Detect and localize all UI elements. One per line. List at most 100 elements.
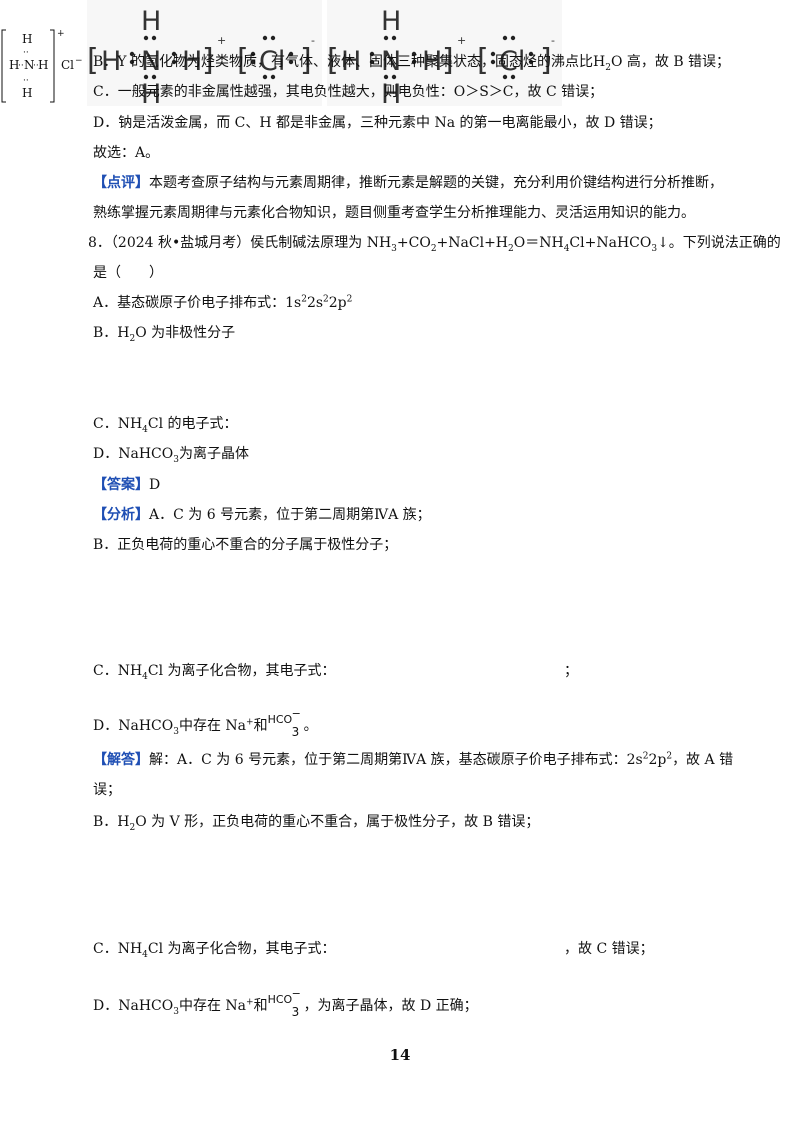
charge-plus: + xyxy=(457,34,466,47)
text-segment: C．NH xyxy=(93,416,143,432)
text-segment: D．钠是活泼金属，而 C、H 都是非金属，三种元素中 Na 的第一电离能最小，故… xyxy=(93,115,662,131)
charge-minus: − xyxy=(75,56,82,66)
text-segment: O＝NH xyxy=(513,235,564,251)
text-segment: 为离子晶体 xyxy=(178,446,249,462)
text-segment: 和 xyxy=(253,998,268,1014)
superscript: 2 xyxy=(323,294,329,305)
text-segment: 2p xyxy=(648,752,667,768)
superscript: + xyxy=(246,997,254,1008)
h-atom: H xyxy=(22,32,32,46)
superscript: + xyxy=(246,717,254,728)
bracket-left: [ xyxy=(327,43,339,78)
text-segment: 误； xyxy=(93,782,121,798)
text-segment: ↓。下列说法正确的 xyxy=(657,235,781,251)
text-line: 故选：A。 xyxy=(93,143,159,163)
nh4cl-electron-formula-large: [ H H N H H ] + [ Cl ] - xyxy=(327,0,563,110)
hco3-ion: HCO−3 xyxy=(268,987,301,1019)
text-segment: 本题考查原子结构与元素周期律，推断元素是解题的关键，充分利用价键结构进行分析推断… xyxy=(149,175,723,191)
text-segment: O 为非极性分子 xyxy=(135,325,236,341)
option-c: C．NH4Cl 的电子式： xyxy=(93,414,238,434)
hco3-formula: HCO xyxy=(267,993,293,1006)
text-segment: O 高，故 B 错误； xyxy=(610,54,731,70)
comment-line: 【点评】本题考查原子结构与元素周期律，推断元素是解题的关键，充分利用价键结构进行… xyxy=(93,173,723,193)
cl-ion: Cl xyxy=(499,46,525,77)
h-atom: H xyxy=(38,58,48,72)
text-segment: 和 xyxy=(253,718,268,734)
question-line: 8．（2024 秋•盐城月考）侯氏制碱法原理为 NH3+CO2+NaCl+H2O… xyxy=(88,233,781,253)
text-line: 误； xyxy=(93,780,121,800)
text-segment: 。 xyxy=(303,718,318,734)
option-b: B．H2O 为非极性分子 xyxy=(93,323,235,343)
bracket-right: ] xyxy=(202,43,214,78)
subscript: 2 xyxy=(508,243,514,254)
text-segment: 中存在 Na xyxy=(178,998,247,1014)
text-segment: Cl 为离子化合物，其电子式： xyxy=(147,941,336,957)
bracket-left: [ xyxy=(237,43,249,78)
text-segment: D．NaHCO xyxy=(93,718,174,734)
answer-tag: 【答案】 xyxy=(93,477,149,493)
electron-dots: ·· xyxy=(23,76,29,86)
text-segment: H xyxy=(592,54,606,70)
text-segment: ，为离子晶体，故 D 正确； xyxy=(303,998,478,1014)
text-segment: O 为 V 形，正负电荷的重心不重合，属于极性分子，故 B 错误； xyxy=(135,814,540,830)
text-segment: +NaCl+H xyxy=(436,235,509,251)
text-segment: 解：A．C 为 6 号元素，位于第二周期第ⅣA 族，基态碳原子价电子排布式：2s xyxy=(149,752,643,768)
h-atom: H xyxy=(101,46,121,77)
answer-line: 【答案】D xyxy=(93,475,160,495)
text-segment: C．NH xyxy=(93,941,143,957)
text-segment: C．一般元素的非金属性越强，其电负性越大，则电负性：O＞S＞C，故 C 错误； xyxy=(93,84,604,100)
text-segment: C．NH xyxy=(93,663,143,679)
text-segment: Cl+NaHCO xyxy=(569,235,652,251)
subscript: 4 xyxy=(142,949,148,960)
text-line: ； xyxy=(564,661,578,681)
solution-tag: 【解答】 xyxy=(93,752,149,768)
subscript: 4 xyxy=(142,671,148,682)
text-segment: 2p xyxy=(328,295,347,311)
h-atom: H xyxy=(141,79,161,106)
text-segment: 8．（2024 秋•盐城月考）侯氏制碱法原理为 NH xyxy=(88,235,392,251)
electron-dots: ·· xyxy=(23,48,29,58)
electron-dots: ·· xyxy=(33,61,39,71)
h-atom: H xyxy=(141,6,161,37)
bracket-right: ] xyxy=(442,43,454,78)
bracket-left: [ xyxy=(87,43,99,78)
text-line: C．NH4Cl 为离子化合物，其电子式： xyxy=(93,661,336,681)
comment-tag: 【点评】 xyxy=(93,175,149,191)
text-segment: B．H xyxy=(93,814,130,830)
nh4cl-electron-formula-small: H ·· H ·· N ·· H ·· H + Cl − xyxy=(1,29,83,103)
text-segment: B．Y 的氢化物为烃类物质，有气体、液体、固体三种聚集状态，固态烃的沸点比 xyxy=(93,54,593,70)
charge-plus: + xyxy=(57,29,65,39)
h-atom: H xyxy=(182,46,202,77)
text-segment: ； xyxy=(564,663,578,679)
text-line: D．钠是活泼金属，而 C、H 都是非金属，三种元素中 Na 的第一电离能最小，故… xyxy=(93,113,662,133)
electron-dots xyxy=(129,35,294,80)
superscript: 2 xyxy=(642,751,649,762)
text-segment: 2s xyxy=(306,295,324,311)
hco3-charge: − xyxy=(291,707,301,720)
subscript: 2 xyxy=(605,62,611,73)
text-line: 熟练掌握元素周期律与元素化合物知识，题目侧重考查学生分析推理能力、灵活运用知识的… xyxy=(93,203,695,223)
n-atom: N xyxy=(24,58,35,72)
text-segment: A．基态碳原子价电子排布式：1s xyxy=(93,295,302,311)
text-line: C．一般元素的非金属性越强，其电负性越大，则电负性：O＞S＞C，故 C 错误； xyxy=(93,82,603,102)
subscript: 3 xyxy=(173,1006,179,1017)
text-line: B．H2O 为 V 形，正负电荷的重心不重合，属于极性分子，故 B 错误； xyxy=(93,812,539,832)
subscript: 2 xyxy=(129,333,136,344)
hco3-subscript: 3 xyxy=(291,725,300,739)
nh4cl-electron-formula-large: [ H H N H H ] + [ Cl ] - xyxy=(87,0,323,110)
charge-minus: - xyxy=(311,34,315,47)
text-segment: 是（ ） xyxy=(93,265,163,281)
charge-minus: - xyxy=(551,34,555,47)
text-segment: ，故 C 错误； xyxy=(564,941,654,957)
text-line: ，故 C 错误； xyxy=(564,939,654,959)
solution-line: 【解答】解：A．C 为 6 号元素，位于第二周期第ⅣA 族，基态碳原子价电子排布… xyxy=(93,750,733,770)
text-segment: 熟练掌握元素周期律与元素化合物知识，题目侧重考查学生分析推理能力、灵活运用知识的… xyxy=(93,205,695,221)
text-line: B．Y 的氢化物为烃类物质，有气体、液体、固体三种聚集状态，固态烃的沸点比H2O… xyxy=(93,52,730,72)
hco3-charge: − xyxy=(291,987,301,1000)
text-line: B．正负电荷的重心不重合的分子属于极性分子； xyxy=(93,535,397,555)
option-d: D．NaHCO3为离子晶体 xyxy=(93,444,249,464)
answer-value: D xyxy=(149,477,161,493)
h-atom: H xyxy=(422,46,442,77)
text-segment: B．H xyxy=(93,325,130,341)
